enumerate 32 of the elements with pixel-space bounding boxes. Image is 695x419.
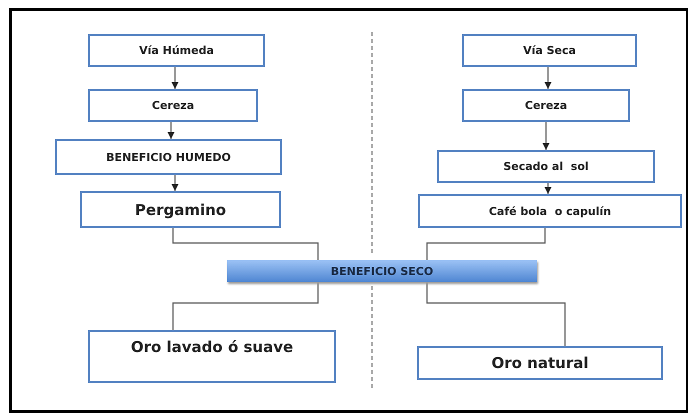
process-bar (227, 260, 537, 282)
node-text: Pergamino (134, 200, 226, 218)
node-text: Vía Húmeda (139, 44, 214, 57)
node-text: Café bola o capulín (488, 204, 612, 218)
node-text: Oro natural (492, 354, 588, 372)
process-box (462, 89, 630, 122)
process-box (462, 34, 637, 67)
connector-line (426, 282, 566, 346)
node-text: Cereza (152, 99, 194, 112)
arrow (167, 122, 175, 139)
node-text: Oro lavado ó suave (130, 338, 294, 356)
arrow (171, 67, 179, 89)
connector-line (172, 282, 319, 330)
arrow (544, 183, 552, 194)
process-box (417, 346, 663, 380)
process-box (437, 150, 655, 183)
node-text: Cereza (524, 99, 568, 112)
arrow (171, 175, 179, 191)
node-text: Secado al sol (503, 160, 589, 173)
process-box (418, 194, 682, 228)
arrow (542, 122, 550, 150)
process-box (88, 34, 265, 67)
node-text: BENEFICIO HUMEDO (106, 150, 231, 164)
node-text: BENEFICIO SECO (330, 264, 434, 278)
arrow (544, 67, 552, 89)
node-text: Vía Seca (523, 44, 576, 57)
process-box (88, 89, 258, 122)
connector-line (172, 228, 319, 260)
process-box (80, 191, 281, 228)
process-box (55, 139, 282, 175)
connector-line (426, 228, 546, 260)
process-box (88, 330, 336, 383)
